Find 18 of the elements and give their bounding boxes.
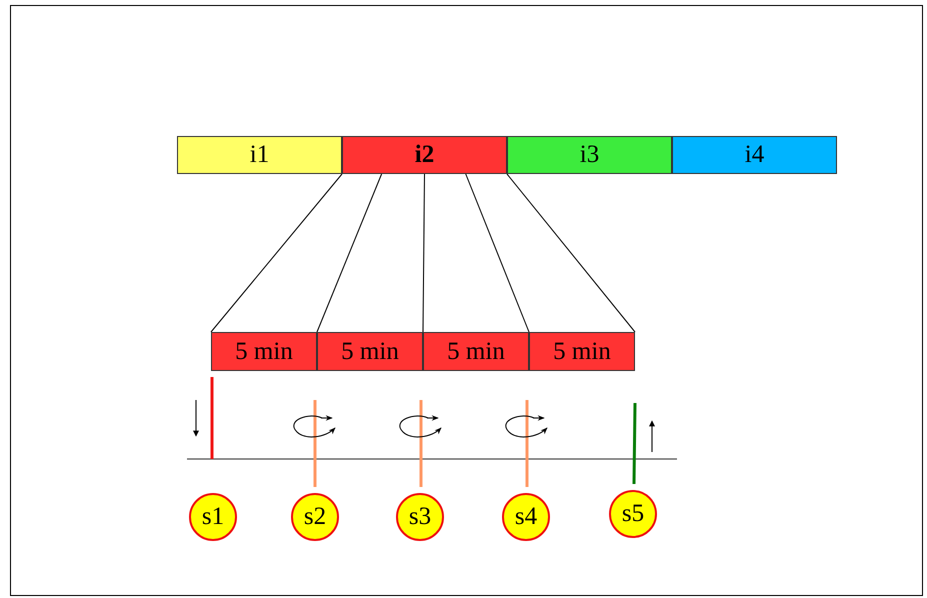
- time-segment-box: 5 min: [529, 332, 635, 371]
- interval-box: i4: [672, 136, 837, 174]
- sample-circle: s1: [189, 493, 237, 541]
- interval-box: i3: [507, 136, 672, 174]
- zoom-line: [506, 174, 636, 332]
- interval-box: i1: [177, 136, 342, 174]
- sample-circle: s5: [609, 490, 657, 538]
- sample-circle: s3: [396, 493, 444, 541]
- zoom-line: [316, 174, 382, 332]
- sample-circle: s4: [502, 493, 550, 541]
- time-segment-box: 5 min: [423, 332, 529, 371]
- zoom-line: [465, 174, 530, 332]
- time-segment-box: 5 min: [317, 332, 423, 371]
- interval-box: i2: [342, 136, 507, 174]
- zoom-line: [422, 174, 425, 332]
- time-segment-box: 5 min: [211, 332, 317, 371]
- zoom-line: [210, 174, 342, 332]
- sample-circle: s2: [291, 493, 339, 541]
